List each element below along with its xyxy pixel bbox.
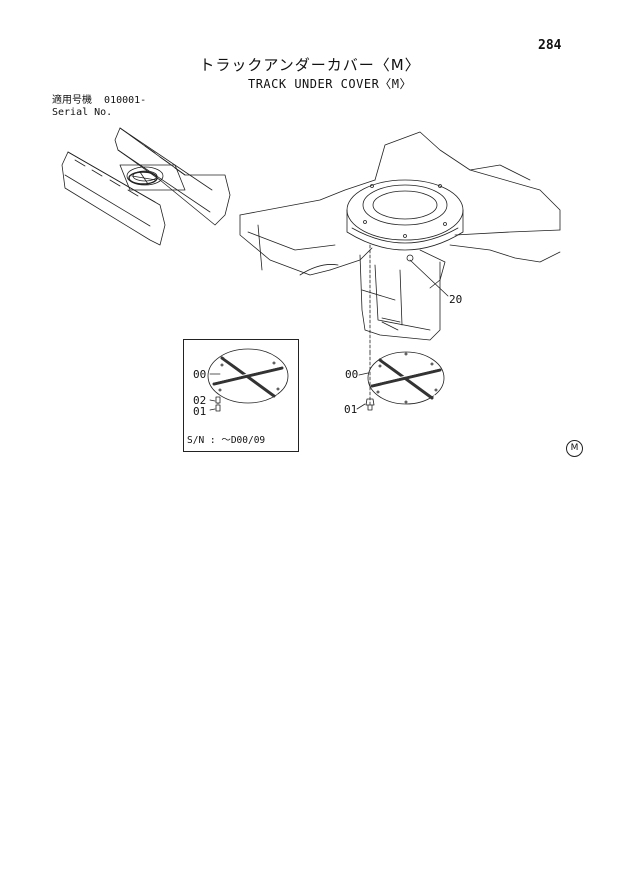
undercarriage-thumbnail xyxy=(61,127,231,246)
inset-box xyxy=(183,339,299,452)
model-mark-badge: M xyxy=(566,440,583,457)
center-frame-drawing xyxy=(239,131,561,341)
callout-00-main: 00 xyxy=(345,368,359,381)
callout-20: 20 xyxy=(449,293,463,306)
callout-02-inset: 02 xyxy=(193,394,207,407)
serial-value: 010001- xyxy=(104,95,147,106)
cover-plate-inset xyxy=(207,348,289,412)
inset-serial-range: S/N : ～D00/09 xyxy=(187,435,266,446)
cover-plate-main xyxy=(365,351,445,411)
page-number: 284 xyxy=(538,38,562,53)
title-japanese: トラックアンダーカバー〈M〉 xyxy=(199,56,421,74)
serial-number-block: 適用号機 010001- Serial No. xyxy=(52,95,146,119)
serial-label-en: Serial No. xyxy=(52,107,113,118)
callout-00-inset: 00 xyxy=(193,368,207,381)
callout-leaders xyxy=(356,244,449,410)
serial-label-jp: 適用号機 xyxy=(52,95,92,106)
callout-01-main: 01 xyxy=(344,403,358,416)
title-english: TRACK UNDER COVER〈M〉 xyxy=(247,77,413,91)
callout-01-inset: 01 xyxy=(193,405,207,418)
